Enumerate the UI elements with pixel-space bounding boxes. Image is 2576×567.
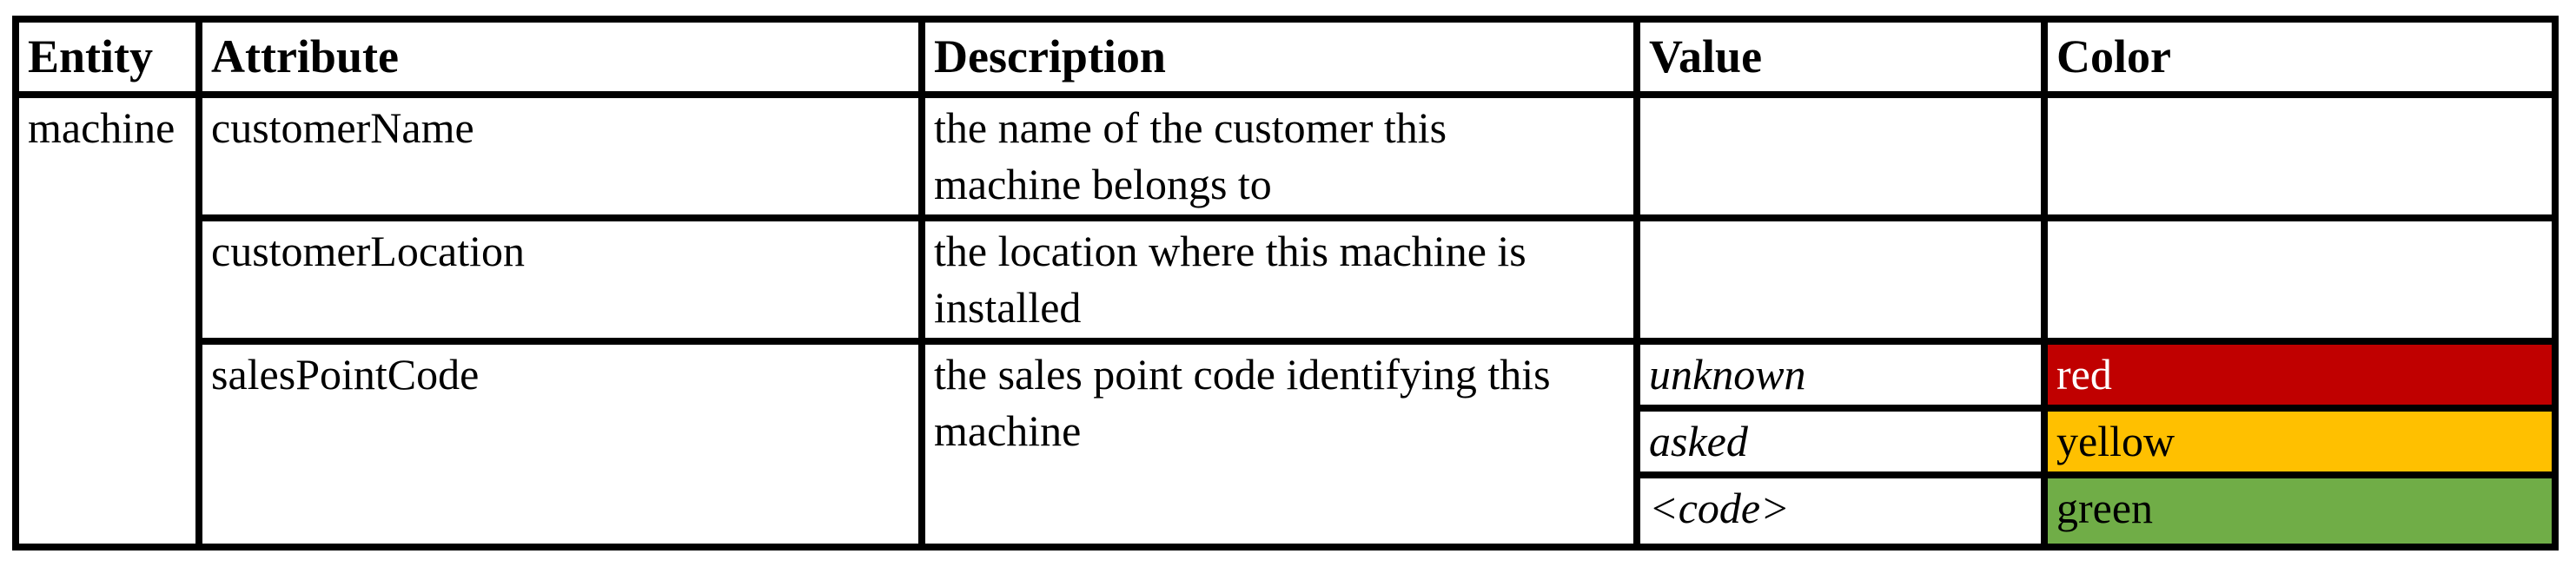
table-row-sales-point-code-value: <code> green [16, 471, 2559, 551]
entity-cell-machine: machine [12, 91, 202, 551]
header-color: Color [2041, 16, 2559, 98]
header-description: Description [918, 16, 1640, 98]
attribute-cell-customer-name: customerName [195, 91, 925, 221]
value-cell-empty-2 [1633, 214, 2048, 345]
table-row-customer-name: machine customerName the name of the cus… [12, 91, 2559, 551]
description-cell-customer-location: the location where this machine is insta… [918, 214, 1640, 345]
color-cell-yellow: yellow [2041, 405, 2559, 478]
color-cell-empty-1 [2041, 91, 2559, 221]
attribute-cell-sales-point-code: salesPointCode [195, 338, 925, 551]
color-cell-green: green [2041, 471, 2559, 551]
description-cell-customer-name: the name of the customer this machine be… [918, 91, 1640, 221]
description-cell-sales-point-code: the sales point code identifying this ma… [918, 338, 1640, 551]
color-cell-red: red [2041, 338, 2559, 412]
header-value: Value [1633, 16, 2048, 98]
value-cell-unknown: unknown [1633, 338, 2048, 412]
attribute-color-table: Entity Attribute Description Value Color… [12, 16, 2559, 551]
header-attribute: Attribute [195, 16, 925, 98]
header-row: Entity Attribute Description Value Color [12, 16, 2559, 98]
value-cell-code: <code> [1633, 471, 2048, 551]
value-cell-asked: asked [1633, 405, 2048, 478]
value-cell-empty-1 [1633, 91, 2048, 221]
table-row-customer-location: customerLocation the location where this… [16, 214, 2559, 345]
table-row-sales-point-asked: asked yellow [16, 405, 2559, 478]
header-entity: Entity [12, 16, 202, 98]
table-row-sales-point-unknown: salesPointCode the sales point code iden… [16, 338, 2559, 551]
color-cell-empty-2 [2041, 214, 2559, 345]
attribute-cell-customer-location: customerLocation [195, 214, 925, 345]
